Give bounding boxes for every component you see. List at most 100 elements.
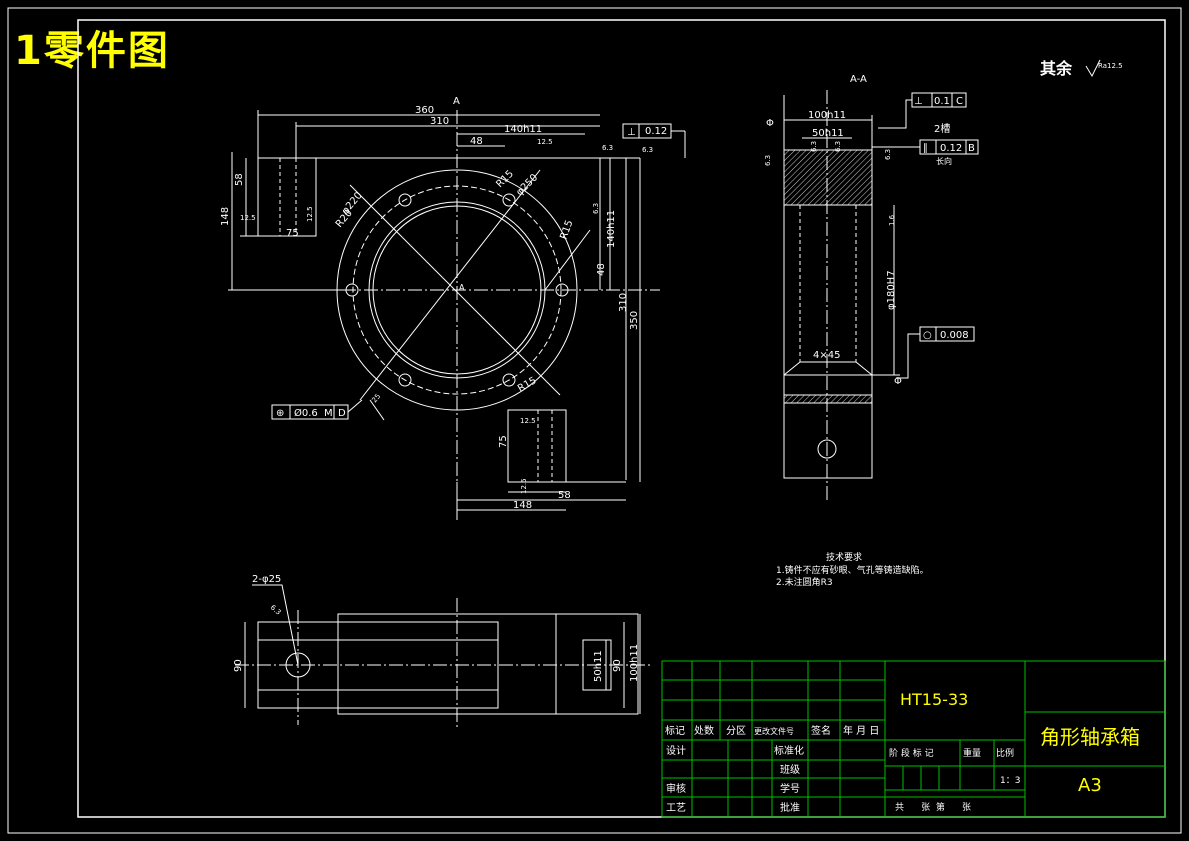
dim-text: 90 (612, 659, 623, 672)
dim-text: 140h11 (504, 124, 542, 135)
slot-text: 2槽 (934, 122, 950, 135)
frame-leader (878, 99, 912, 129)
title-block-frame (661, 660, 1166, 818)
tb-label: 重量 (963, 747, 981, 759)
finish-text: 12.5 (520, 478, 528, 494)
finish-symbol-icon (1085, 59, 1101, 78)
dim-text: 50h11 (593, 650, 604, 682)
center-mark: A (459, 283, 465, 292)
finish-text: 6.3 (834, 141, 842, 152)
front-labels: 2-φ25 6.3 90 50h11 90 100h11 (233, 574, 640, 682)
finish-text: 6.3 (602, 144, 613, 152)
section-labels: A-A 100h11 50h11 2槽 长向 ⊥ 0.1 C ∥ 0.12 B … (764, 74, 975, 387)
tolerance-value: 0.008 (940, 330, 969, 341)
dim-text: 148 (513, 500, 532, 511)
material-text: HT15-33 (900, 690, 968, 709)
finish-text: 12.5 (240, 214, 256, 222)
dim-text: 50h11 (812, 128, 844, 139)
surface-finish-value: Ra12.5 (1098, 62, 1123, 70)
bolt-hole (502, 193, 516, 207)
finish-text: 12.5 (537, 138, 553, 146)
tolerance-value: 0.12 (940, 143, 962, 154)
holes-leader (252, 584, 299, 666)
dim-text: 2-φ25 (252, 574, 281, 585)
dim-text: φ250 (514, 172, 540, 198)
tb-label: 标准化 (774, 744, 804, 757)
datum-text: Φ (894, 376, 902, 387)
perp-symbol: ⊥ (914, 96, 923, 107)
finish-text: 25 (370, 392, 382, 404)
dim-text: 350 (629, 311, 640, 330)
length-text: 长向 (936, 156, 952, 166)
page-title: 1零件图 (14, 28, 170, 74)
tb-label: 设计 (666, 744, 686, 757)
tb-label: 比例 (996, 747, 1014, 759)
surface-finish-label: 其余 (1040, 59, 1073, 78)
roundness-symbol: ○ (923, 330, 932, 341)
bore-circle-inner (372, 205, 542, 375)
dim-text: 75 (286, 228, 299, 239)
datum-text: Φ (766, 118, 774, 129)
dim-text: 48 (596, 263, 607, 276)
dim-text: 58 (558, 490, 571, 501)
tb-label: 班级 (780, 764, 800, 776)
scale-value: 1：3 (1000, 776, 1020, 786)
inner-border (77, 19, 1166, 818)
bolt-hole (398, 193, 412, 207)
tb-label: 阶 段 标 记 (889, 747, 934, 759)
bolt-hole (398, 373, 412, 387)
datum-text: D (338, 408, 346, 419)
dim-text: 90 (233, 659, 244, 672)
chamfer (783, 361, 873, 376)
finish-text: 6.3 (592, 203, 600, 214)
title-block (661, 660, 1166, 818)
modifier-text: M (324, 408, 333, 419)
section-label: A-A (850, 74, 867, 85)
dim-text: 140h11 (606, 210, 617, 248)
tb-label: 年 月 日 (843, 724, 879, 737)
tolerance-value: Ø0.6 (294, 407, 318, 419)
dim-text: 310 (618, 293, 629, 312)
datum-text: B (968, 143, 975, 154)
title-block-text: HT15-33 角形轴承箱 A3 标记 处数 分区 更改文件号 签名 年 月 日… (665, 690, 1140, 814)
bolt-hole (555, 283, 569, 297)
finish-text: 6.3 (884, 149, 892, 160)
dim-text: 4×45 (813, 350, 840, 361)
finish-text: 12.5 (306, 206, 314, 222)
left-lug (257, 157, 317, 237)
section-view (783, 90, 979, 500)
tolerance-value: 0.12 (645, 126, 667, 137)
tb-label: 学号 (780, 782, 800, 795)
dim-text: 100h11 (629, 644, 640, 682)
part-name: 角形轴承箱 (1040, 725, 1140, 749)
dim-text: 58 (234, 173, 245, 186)
tb-label: 更改文件号 (754, 726, 794, 736)
dim-text: R15 (516, 375, 539, 394)
section-top-hatch (783, 149, 873, 206)
finish-text: 6.3 (810, 141, 818, 152)
tb-label: 审核 (666, 782, 686, 795)
sheet-size: A3 (1078, 775, 1102, 796)
parallel-symbol: ∥ (923, 143, 928, 154)
front-hole (285, 652, 311, 678)
section-bottom-hatch (783, 394, 873, 404)
outer-border (7, 7, 1182, 834)
front-view (235, 584, 650, 730)
tb-label: 分区 (726, 725, 746, 737)
tb-label: 工艺 (666, 802, 686, 814)
base-hole (817, 439, 837, 459)
surface-finish-note: 其余 Ra12.5 (1040, 59, 1123, 78)
tech-req-line: 1.铸件不应有砂眼、气孔等铸造缺陷。 (776, 564, 929, 576)
dim-text: 48 (470, 136, 483, 147)
section-base (783, 402, 873, 479)
tb-label: 标记 (665, 725, 685, 737)
frame-leader (347, 399, 363, 413)
plan-view (228, 110, 686, 520)
front-slot (582, 639, 612, 691)
finish-text: 6.3 (764, 155, 772, 166)
bolt-circle (352, 185, 562, 395)
dim-text: 75 (498, 435, 509, 448)
perp-symbol: ⊥ (627, 127, 636, 138)
front-body (257, 621, 499, 709)
section-marker: A (453, 96, 460, 107)
